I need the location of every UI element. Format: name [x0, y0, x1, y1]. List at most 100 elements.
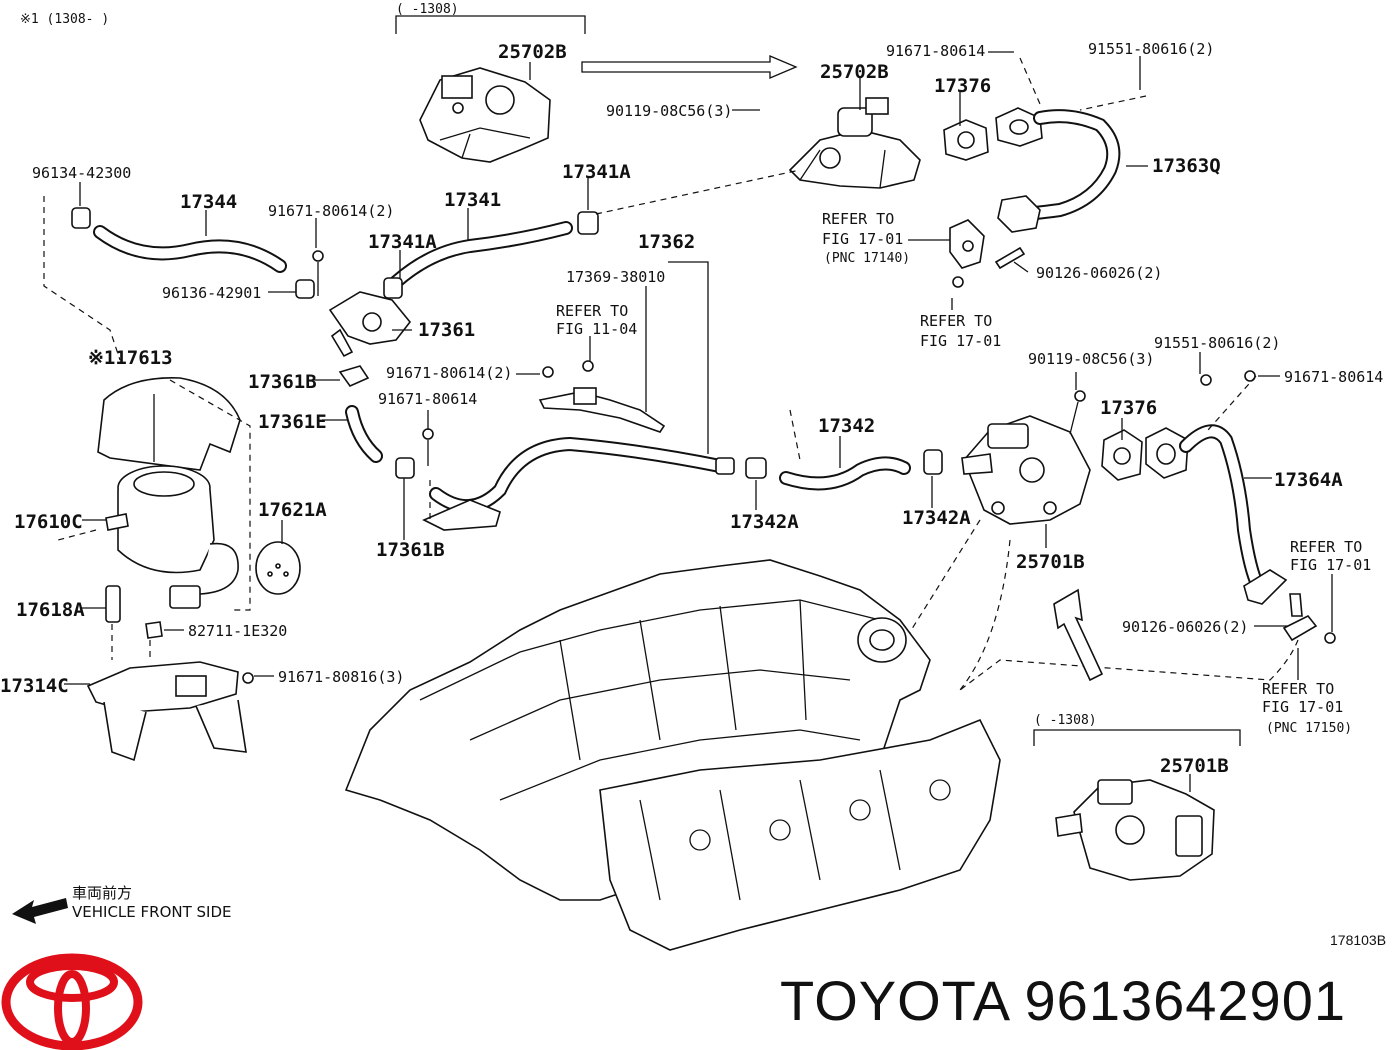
- refer-17150-line3: (PNC 17150): [1266, 721, 1352, 736]
- label-96136-42901: 96136-42901: [162, 284, 261, 302]
- valve-25701B-bottom: [1055, 779, 1215, 881]
- label-17344: 17344: [180, 191, 237, 213]
- figure-code: 178103B: [1330, 932, 1387, 948]
- sensor-17618A: [105, 585, 163, 639]
- label-17364A: 17364A: [1274, 469, 1343, 491]
- label-17341: 17341: [444, 189, 501, 211]
- label-90126-06026-2-top: 90126-06026(2): [1036, 264, 1162, 282]
- label-17362: 17362: [638, 231, 695, 253]
- label-17618A: 17618A: [16, 599, 85, 621]
- label-91671-80614-top: 91671-80614: [886, 42, 985, 60]
- label-17376-mid: 17376: [1100, 397, 1157, 419]
- refer-right-line1: REFER TO: [1290, 538, 1362, 556]
- refer-17140-line3: (PNC 17140): [824, 251, 910, 266]
- engine-block: [599, 718, 1001, 951]
- label-17361B-a: 17361B: [248, 371, 317, 393]
- label-25702B-left: 25702B: [498, 41, 567, 63]
- label-17369-38010: 17369-38010: [566, 268, 665, 286]
- label-90126-06026-2-bottom: 90126-06026(2): [1122, 618, 1248, 636]
- label-91671-80614-mid: 91671-80614: [378, 390, 477, 408]
- vehicle-front-side-note: 車両前方 VEHICLE FRONT SIDE: [72, 884, 232, 922]
- label-17342A-left: 17342A: [730, 511, 799, 533]
- refer-11-04-line1: REFER TO: [556, 302, 628, 320]
- vehicle-front-arrow-icon: [12, 898, 68, 924]
- label-17342: 17342: [818, 415, 875, 437]
- label-17361E: 17361E: [258, 411, 327, 433]
- pipe-17363Q: [997, 109, 1121, 233]
- clamp-17342A-left: [745, 457, 767, 479]
- valve-25702B-right: [788, 97, 921, 189]
- label-17341A-mid: 17341A: [368, 231, 437, 253]
- label-17613: ※117613: [88, 347, 173, 369]
- pipe-17364A: [1179, 424, 1288, 605]
- clamp-17341A-mid: [383, 277, 403, 299]
- refer-mid-line1: REFER TO: [920, 312, 992, 330]
- gasket-17376-mid: [1101, 427, 1189, 481]
- air-pump-17610C: [105, 465, 239, 609]
- valve-25701B-mid: [961, 415, 1091, 525]
- label-91671-80816-3: 91671-80816(3): [278, 668, 404, 686]
- label-91671-80614-2-b: 91671-80614(2): [386, 364, 512, 382]
- label-91671-80614-right: 91671-80614: [1284, 368, 1383, 386]
- hose-17341: [389, 221, 573, 289]
- label-17361B-b: 17361B: [376, 539, 445, 561]
- clip-17361B-top: [338, 365, 370, 387]
- label-17314C: 17314C: [0, 675, 69, 697]
- label-25701B-mid: 25701B: [1016, 551, 1085, 573]
- clamp-17341A-top: [577, 211, 599, 235]
- refer-11-04-line2: FIG 11-04: [556, 320, 637, 338]
- front-en-text: VEHICLE FRONT SIDE: [72, 903, 232, 921]
- arrow-up-icon: [1053, 588, 1104, 682]
- refer-right-line2: FIG 17-01: [1290, 556, 1371, 574]
- bolt-91551-80616-mid: [1200, 374, 1212, 386]
- elbow-17361E: [345, 405, 383, 463]
- clamp-17361B-bottom: [395, 457, 415, 479]
- range-bottom-label: ( -1308): [1034, 713, 1097, 728]
- label-91551-80616-2-mid: 91551-80616(2): [1154, 334, 1280, 352]
- flange-pnc17140: [949, 219, 985, 288]
- refer-17150-line2: FIG 17-01: [1262, 698, 1343, 716]
- range-top-label: ( -1308): [396, 2, 459, 17]
- refer-17150-line1: REFER TO: [1262, 680, 1334, 698]
- bolt-90119-08C56-mid: [1069, 390, 1086, 435]
- label-25701B-bottom: 25701B: [1160, 755, 1229, 777]
- label-17363Q: 17363Q: [1152, 155, 1221, 177]
- label-25702B-right: 25702B: [820, 61, 889, 83]
- valve-25702B-left: [419, 67, 551, 163]
- bottom-range-bracket: [1033, 729, 1241, 746]
- refer-mid-line2: FIG 17-01: [920, 332, 1001, 350]
- leader-lines: [64, 51, 1333, 792]
- label-96134-42300: 96134-42300: [32, 164, 131, 182]
- label-17361: 17361: [418, 319, 475, 341]
- top-range-bracket: [395, 15, 586, 34]
- gasket-pnc17150: [1282, 614, 1336, 644]
- label-82711-1E320: 82711-1E320: [188, 622, 287, 640]
- cap-17621A: [255, 541, 301, 595]
- front-jp-text: 車両前方: [72, 884, 133, 902]
- junction-17361: [312, 250, 412, 358]
- label-17376-top: 17376: [934, 75, 991, 97]
- stud-90126-top: [994, 246, 1026, 270]
- cover-17613: [97, 377, 241, 471]
- refer-17140-line1: REFER TO: [822, 210, 894, 228]
- clamp-17342A-right: [923, 449, 943, 475]
- label-17610C: 17610C: [14, 511, 83, 533]
- bracket-17314C: [86, 661, 254, 762]
- label-91671-80614-2-a: 91671-80614(2): [268, 202, 394, 220]
- label-91551-80616-2-top: 91551-80616(2): [1088, 40, 1214, 58]
- bracket-17369-38010: [538, 360, 666, 433]
- label-17342A-right: 17342A: [902, 507, 971, 529]
- bolt-91671-80614-right: [1244, 370, 1256, 382]
- gasket-17376-top: [943, 107, 1043, 161]
- refer-17140-line2: FIG 17-01: [822, 230, 903, 248]
- note-top-left: ※1 (1308- ): [20, 12, 109, 27]
- bolt-91671-80614-mid: [422, 428, 434, 466]
- clamp-96136-42901: [295, 279, 315, 299]
- label-17621A: 17621A: [258, 499, 327, 521]
- label-90119-08C56-3-top: 90119-08C56(3): [606, 102, 732, 120]
- clamp-96134-42300: [71, 207, 91, 229]
- stud-90126-bottom: [1289, 593, 1303, 617]
- arrow-right-icon: [581, 55, 798, 79]
- brand-part-number: TOYOTA 9613642901: [780, 969, 1346, 1032]
